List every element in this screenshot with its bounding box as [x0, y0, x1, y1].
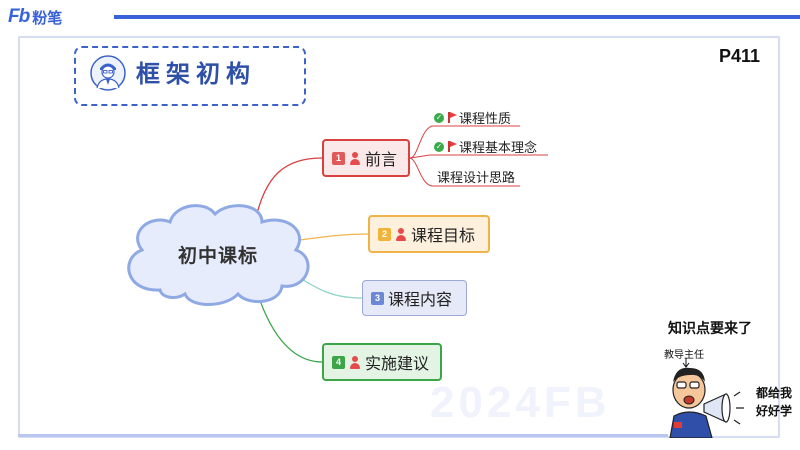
person-icon: [395, 227, 407, 241]
role-tag: 教导主任: [664, 350, 704, 361]
flag-icon: [447, 112, 457, 123]
teacher-megaphone-icon: [669, 358, 744, 438]
sub-item-design[interactable]: 课程设计思路: [437, 167, 515, 186]
branch-label: 课程内容: [388, 290, 453, 309]
branch-label: 实施建议: [365, 354, 430, 373]
branch-node-preface[interactable]: 1 前言: [322, 139, 410, 177]
branch-label: 前言: [365, 150, 398, 169]
person-icon: [349, 151, 361, 165]
branch-node-content[interactable]: 3 课程内容: [362, 280, 467, 316]
branch-label: 课程目标: [411, 226, 476, 245]
sub-item-label: 课程设计思路: [437, 171, 516, 186]
teacher-avatar-icon: [90, 55, 126, 91]
check-icon: ✓: [434, 141, 444, 152]
sub-item-label: 课程基本理念: [459, 141, 538, 156]
brand-logo: Fb 粉笔: [8, 6, 62, 28]
brand-name: 粉笔: [32, 8, 63, 27]
priority-1-icon: 1: [332, 151, 345, 165]
sub-item-philosophy[interactable]: ✓ 课程基本理念: [434, 137, 537, 156]
top-divider: [114, 15, 800, 19]
branch-node-goals[interactable]: 2 课程目标: [368, 215, 490, 253]
priority-2-icon: 2: [378, 227, 391, 241]
shout-line-1: 都给我: [756, 386, 793, 400]
logo-mark: Fb: [8, 6, 30, 27]
person-icon: [349, 355, 361, 369]
check-icon: ✓: [434, 112, 444, 123]
speech-text: 知识点要来了: [668, 321, 752, 337]
slide-bottom-line: [18, 434, 668, 437]
branch-node-suggestions[interactable]: 4 实施建议: [322, 343, 442, 381]
sub-item-label: 课程性质: [459, 112, 512, 127]
priority-3-icon: 3: [371, 291, 384, 305]
priority-4-icon: 4: [332, 355, 345, 369]
page-number: P411: [719, 46, 761, 66]
sub-item-nature[interactable]: ✓ 课程性质: [434, 108, 511, 127]
mindmap-center-label: 初中课标: [178, 245, 259, 267]
shout-line-2: 好好学: [756, 404, 793, 418]
center-cloud: [127, 204, 310, 306]
flag-icon: [447, 141, 457, 152]
watermark: 2024FB: [430, 378, 611, 427]
page-title: 框架初构: [136, 60, 256, 88]
